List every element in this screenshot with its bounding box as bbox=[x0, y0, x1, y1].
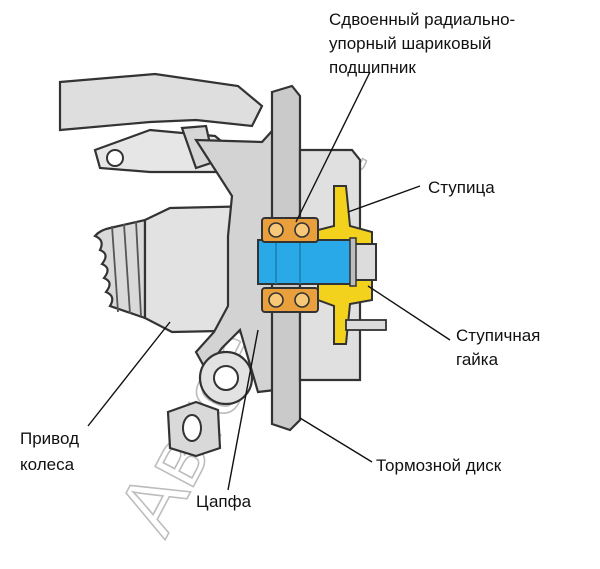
leader-knuckle bbox=[227, 329, 259, 491]
hub-nut-washer bbox=[349, 237, 357, 287]
bearing-ball bbox=[294, 222, 310, 238]
lower-arm-bushing-hole bbox=[182, 414, 202, 442]
leader-drive bbox=[87, 321, 171, 427]
label-bearing: подшипник bbox=[329, 58, 416, 77]
label-hub-nut: Ступичная bbox=[456, 326, 540, 345]
bearing-ball bbox=[268, 222, 284, 238]
drive-shaft-boot-folds bbox=[111, 220, 142, 317]
upper-control-arm bbox=[58, 72, 264, 132]
drive-shaft-boot bbox=[93, 218, 147, 320]
label-drive: Привод bbox=[20, 429, 79, 448]
drive-shaft-spindle bbox=[257, 239, 355, 285]
label-hub: Ступица bbox=[428, 178, 495, 197]
bearing-ball bbox=[294, 292, 310, 308]
leader-hub bbox=[347, 185, 421, 213]
leader-brake-disc bbox=[299, 417, 373, 463]
knuckle-lower-joint-inner bbox=[213, 365, 239, 391]
label-bearing: Сдвоенный радиально- bbox=[329, 10, 515, 29]
wheel-stud bbox=[345, 319, 387, 331]
leader-hub-nut bbox=[367, 285, 451, 341]
leader-bearing bbox=[295, 71, 371, 223]
label-brake-disc: Тормозной диск bbox=[376, 456, 502, 475]
label-knuckle: Цапфа bbox=[196, 492, 252, 511]
label-bearing: упорный шариковый bbox=[329, 34, 491, 53]
hub-nut bbox=[353, 243, 377, 281]
label-hub-nut: гайка bbox=[456, 350, 499, 369]
bearing-ball bbox=[268, 292, 284, 308]
arm-bracket-bolt-hole bbox=[106, 149, 124, 167]
label-drive: колеса bbox=[20, 455, 75, 474]
